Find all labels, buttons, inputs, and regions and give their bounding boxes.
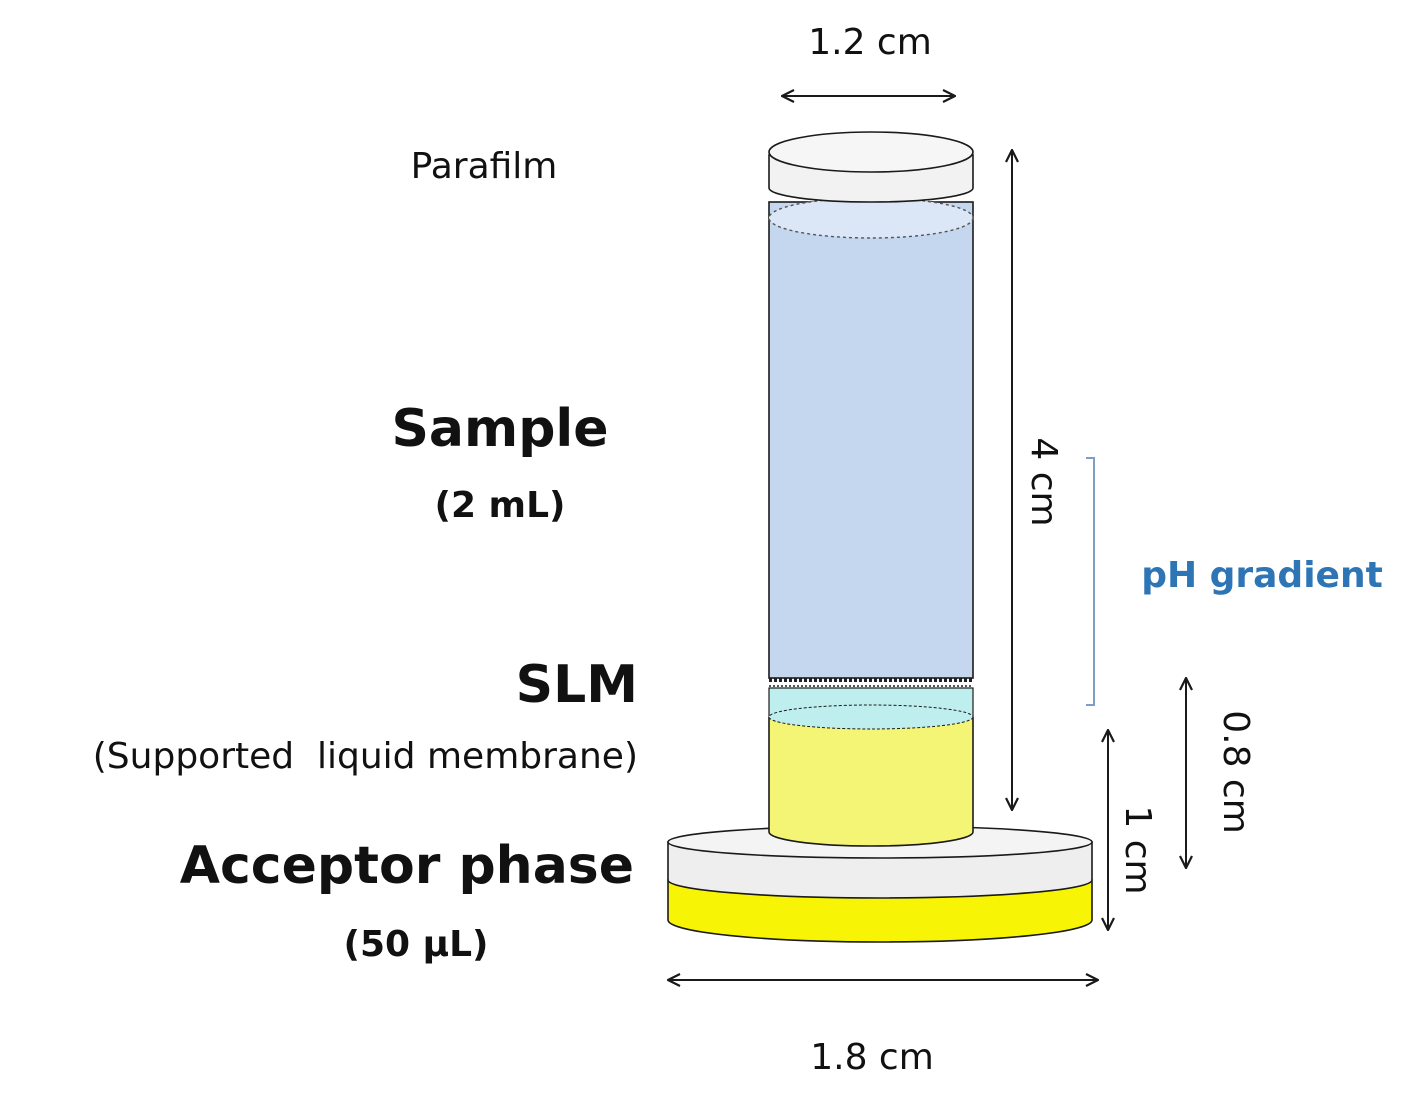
tube-height-label: 4 cm <box>1023 437 1064 526</box>
sample-liquid <box>768 201 974 679</box>
slm-label: SLM <box>516 655 638 715</box>
sample-tube <box>768 131 974 847</box>
acceptor-outer-height-label: 0.8 cm <box>1215 710 1256 834</box>
sample-surface <box>768 197 974 239</box>
sample-volume-label: (2 mL) <box>435 485 566 526</box>
parafilm-label: Parafilm <box>411 146 558 187</box>
ph-gradient-label: pH gradient <box>1141 555 1383 596</box>
parafilm-top <box>768 131 974 173</box>
sample-label: Sample <box>391 399 608 459</box>
base-width-label: 1.8 cm <box>810 1037 934 1078</box>
tube-width-label: 1.2 cm <box>808 22 932 63</box>
slm-top-ellipse <box>768 704 974 730</box>
acceptor-volume-label: (50 µL) <box>344 924 489 965</box>
acceptor-tube-section <box>768 717 974 847</box>
ph-gradient-bracket <box>1086 457 1095 706</box>
acceptor-inner-height-label: 1 cm <box>1117 805 1158 894</box>
slm-full-label: (Supported liquid membrane) <box>93 736 638 777</box>
acceptor-label: Acceptor phase <box>180 836 634 896</box>
